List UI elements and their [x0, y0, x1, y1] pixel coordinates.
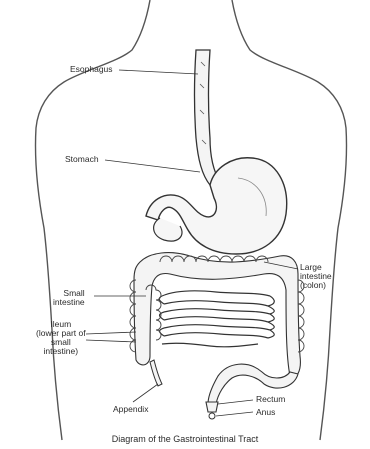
label-ileum: Ileum (lower part of small intestine): [36, 320, 86, 356]
label-small-intestine: Small intestine: [53, 289, 85, 307]
label-stomach: Stomach: [65, 155, 99, 164]
duodenum-shape: [154, 218, 182, 241]
appendix-shape: [150, 360, 162, 386]
label-rectum: Rectum: [256, 395, 285, 404]
rectum-shape: [206, 402, 218, 412]
diagram-caption: Diagram of the Gastrointestinal Tract: [0, 434, 370, 444]
esophagus-shape: [195, 50, 221, 185]
label-esophagus: Esophagus: [70, 65, 113, 74]
anus-shape: [209, 413, 215, 419]
label-large-intestine: Large intestine (colon): [300, 263, 332, 290]
label-anus: Anus: [256, 408, 275, 417]
small-intestine: [159, 291, 274, 347]
label-appendix: Appendix: [113, 405, 148, 414]
